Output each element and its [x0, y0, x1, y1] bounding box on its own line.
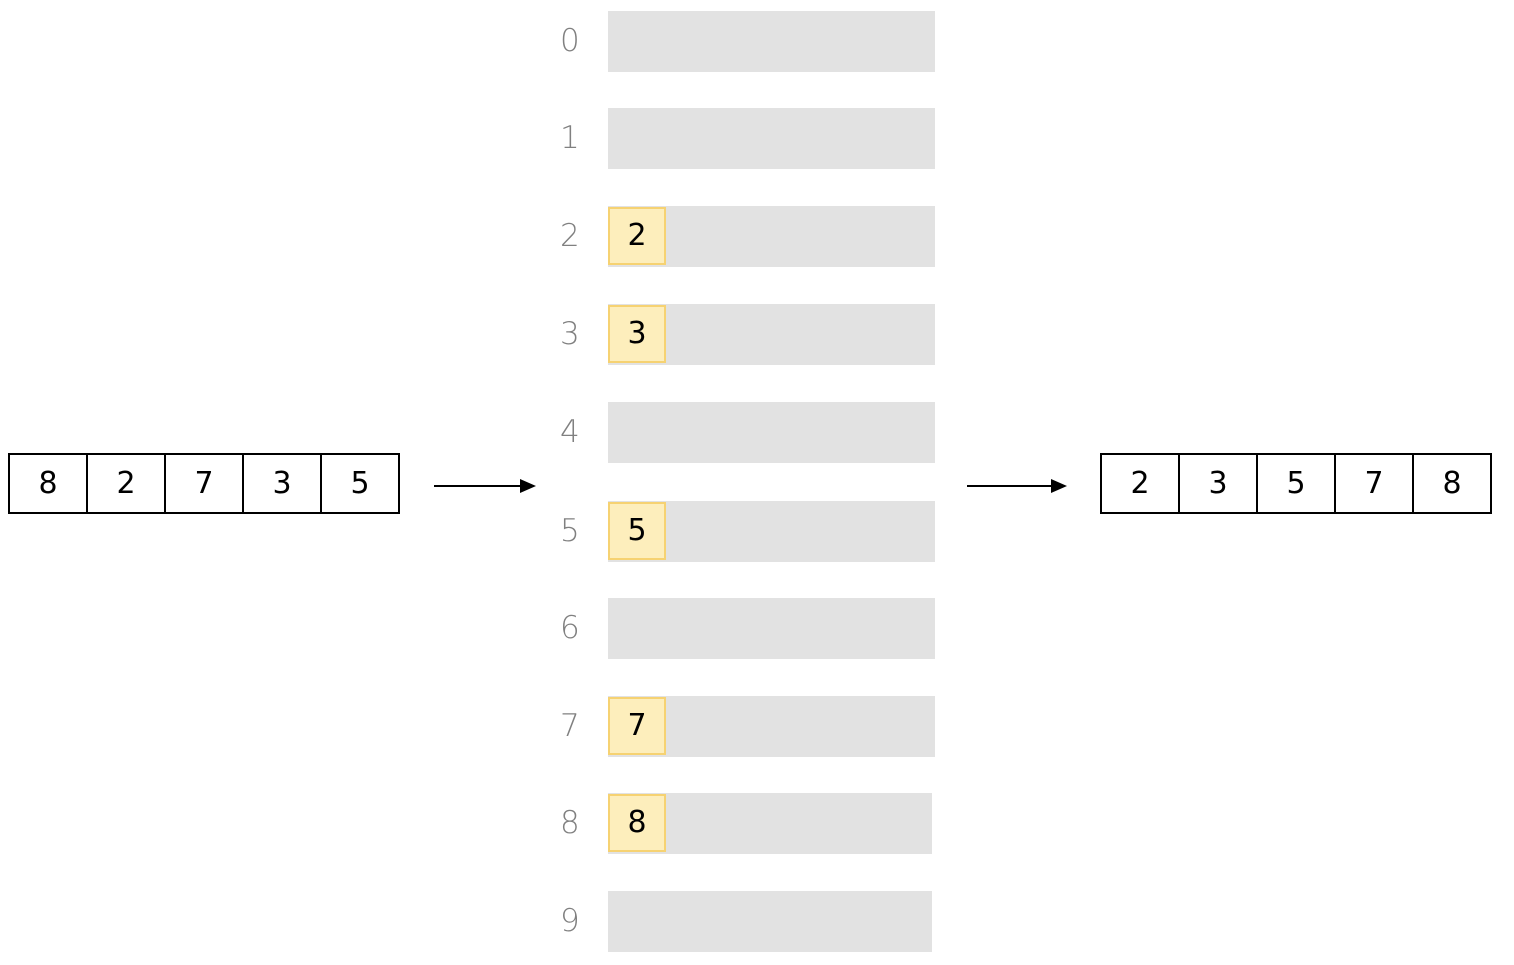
bucket-bar	[608, 598, 935, 659]
bucket-index-label: 3	[560, 316, 580, 352]
bucket-row: 1	[0, 108, 960, 169]
bucket-index-label: 0	[560, 23, 580, 59]
bucket-row: 0	[0, 11, 960, 72]
bucket-index-label: 8	[560, 805, 580, 841]
bucket-bar	[608, 11, 935, 72]
output-array: 2 3 5 7 8	[1100, 453, 1492, 514]
bucket-row: 5 5	[0, 501, 960, 562]
arrow-right-icon	[967, 476, 1067, 496]
bucket-value: 7	[608, 697, 666, 755]
output-array-cell: 7	[1334, 453, 1414, 514]
output-array-cell: 2	[1100, 453, 1180, 514]
bucket-value: 3	[608, 305, 666, 363]
bucket-bar	[608, 108, 935, 169]
bucket-bar	[608, 402, 935, 463]
bucket-row: 7 7	[0, 696, 960, 757]
bucket-row: 3 3	[0, 304, 960, 365]
output-array-cell: 3	[1178, 453, 1258, 514]
input-array-cell: 7	[164, 453, 244, 514]
bucket-row: 9	[0, 891, 960, 952]
bucket-row: 6	[0, 598, 960, 659]
bucket-index-label: 2	[560, 218, 580, 254]
bucket-column: 0 1 2 2 3 3 4 5 5	[0, 11, 960, 952]
bucket-index-label: 4	[560, 414, 580, 450]
bucket-index-label: 1	[560, 120, 580, 156]
bucket-row: 2 2	[0, 206, 960, 267]
output-array-cell: 8	[1412, 453, 1492, 514]
bucket-index-label: 5	[560, 513, 580, 549]
bucket-index-label: 6	[560, 610, 580, 646]
bucket-row: 8 8	[0, 793, 960, 854]
bucket-value: 8	[608, 794, 666, 852]
bucket-bar	[608, 891, 932, 952]
output-array-cell: 5	[1256, 453, 1336, 514]
bucket-index-label: 9	[560, 903, 580, 939]
bucket-value: 5	[608, 502, 666, 560]
arrow-right-icon	[434, 476, 536, 496]
input-array-cell: 2	[86, 453, 166, 514]
input-array-cell: 8	[8, 453, 88, 514]
bucket-value: 2	[608, 207, 666, 265]
input-array-cell: 5	[320, 453, 400, 514]
bucket-row: 4	[0, 402, 960, 463]
input-array: 8 2 7 3 5	[8, 453, 400, 514]
bucket-index-label: 7	[560, 708, 580, 744]
